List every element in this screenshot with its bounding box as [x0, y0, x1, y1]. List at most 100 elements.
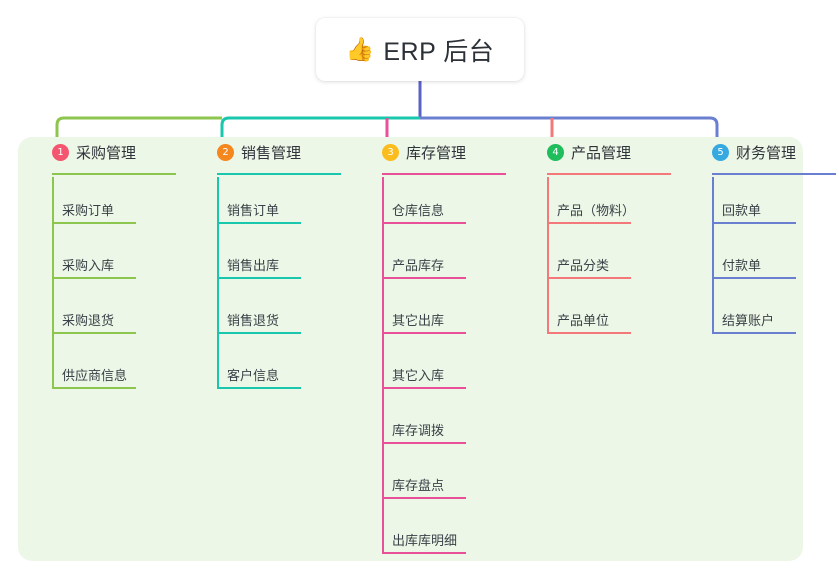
leaf-item[interactable]: 产品分类 [525, 232, 685, 287]
column-title: 财务管理 [736, 145, 797, 162]
leaf-item[interactable]: 客户信息 [195, 342, 355, 397]
mindmap-column-2: 2 销售管理销售订单销售出库销售退货客户信息 [195, 137, 355, 389]
column-header-underline [382, 173, 506, 175]
column-badge-1: 1 [52, 144, 69, 161]
leaf-item[interactable]: 产品单位 [525, 287, 685, 342]
leaf-item[interactable]: 付款单 [690, 232, 839, 287]
leaf-item-underline [217, 387, 301, 389]
mindmap-column-1: 1 采购管理采购订单采购入库采购退货供应商信息 [30, 137, 190, 389]
leaf-item-underline [382, 222, 466, 224]
column-header-underline [547, 173, 671, 175]
leaf-item-underline [52, 222, 136, 224]
leaf-item-underline [382, 497, 466, 499]
connector-segment [420, 116, 719, 137]
leaf-item-underline [547, 277, 631, 279]
column-header-5[interactable]: 5 财务管理 [690, 137, 839, 168]
leaf-item-underline [547, 222, 631, 224]
leaf-item-label: 其它出库 [392, 313, 445, 328]
leaf-item-label: 库存盘点 [392, 478, 445, 493]
leaf-item-underline [382, 552, 466, 554]
connector-segment [55, 116, 222, 137]
column-items: 销售订单销售出库销售退货客户信息 [195, 177, 355, 397]
column-items: 回款单付款单结算账户 [690, 177, 839, 342]
mindmap-column-5: 5 财务管理回款单付款单结算账户 [690, 137, 839, 334]
column-spine [547, 177, 549, 334]
mindmap-column-3: 3 库存管理仓库信息产品库存其它出库其它入库库存调拨库存盘点出库库明细 [360, 137, 520, 554]
leaf-item-label: 仓库信息 [392, 203, 445, 218]
leaf-item[interactable]: 采购入库 [30, 232, 190, 287]
leaf-item-label: 采购退货 [62, 313, 115, 328]
leaf-item-underline [382, 277, 466, 279]
leaf-item-underline [712, 277, 796, 279]
leaf-item[interactable]: 销售出库 [195, 232, 355, 287]
leaf-item-underline [712, 222, 796, 224]
column-title: 库存管理 [406, 145, 467, 162]
leaf-item-underline [712, 332, 796, 334]
leaf-item[interactable]: 库存盘点 [360, 452, 520, 507]
leaf-item-label: 采购订单 [62, 203, 115, 218]
leaf-item[interactable]: 采购订单 [30, 177, 190, 232]
leaf-item[interactable]: 销售退货 [195, 287, 355, 342]
root-title: ERP 后台 [383, 37, 495, 66]
leaf-item-underline [52, 332, 136, 334]
leaf-item-underline [382, 387, 466, 389]
mindmap-column-4: 4 产品管理产品（物料） 产品分类产品单位 [525, 137, 685, 334]
column-title: 产品管理 [571, 145, 632, 162]
leaf-item-underline [217, 222, 301, 224]
leaf-item[interactable]: 产品库存 [360, 232, 520, 287]
leaf-item-label: 产品单位 [557, 313, 610, 328]
leaf-item[interactable]: 仓库信息 [360, 177, 520, 232]
leaf-item[interactable]: 其它入库 [360, 342, 520, 397]
leaf-item-label: 供应商信息 [62, 368, 128, 383]
mindmap-panel: 1 采购管理采购订单采购入库采购退货供应商信息 2 销售管理销售订单销售出库销售退货客… [18, 137, 836, 561]
leaf-item[interactable]: 结算账户 [690, 287, 839, 342]
leaf-item-label: 产品（物料） [557, 203, 636, 218]
leaf-item-underline [547, 332, 631, 334]
column-badge-3: 3 [382, 144, 399, 161]
leaf-item-label: 产品库存 [392, 258, 445, 273]
leaf-item-label: 付款单 [722, 258, 762, 273]
leaf-item-label: 客户信息 [227, 368, 280, 383]
leaf-item-label: 产品分类 [557, 258, 610, 273]
leaf-item-underline [52, 387, 136, 389]
leaf-item[interactable]: 采购退货 [30, 287, 190, 342]
leaf-item[interactable]: 库存调拨 [360, 397, 520, 452]
column-header-underline [52, 173, 176, 175]
column-items: 仓库信息产品库存其它出库其它入库库存调拨库存盘点出库库明细 [360, 177, 520, 562]
leaf-item[interactable]: 供应商信息 [30, 342, 190, 397]
column-items: 产品（物料） 产品分类产品单位 [525, 177, 685, 342]
root-node-content: 👍 ERP 后台 [346, 32, 495, 68]
leaf-item[interactable]: 产品（物料） [525, 177, 685, 232]
leaf-item-label: 销售出库 [227, 258, 280, 273]
column-header-4[interactable]: 4 产品管理 [525, 137, 685, 168]
leaf-item[interactable]: 回款单 [690, 177, 839, 232]
leaf-item[interactable]: 其它出库 [360, 287, 520, 342]
column-header-2[interactable]: 2 销售管理 [195, 137, 355, 168]
column-header-3[interactable]: 3 库存管理 [360, 137, 520, 168]
leaf-item-label: 出库库明细 [392, 533, 458, 548]
column-header-1[interactable]: 1 采购管理 [30, 137, 190, 168]
leaf-item-label: 其它入库 [392, 368, 445, 383]
leaf-item-label: 销售退货 [227, 313, 280, 328]
column-badge-4: 4 [547, 144, 564, 161]
leaf-item-underline [382, 332, 466, 334]
column-title: 采购管理 [76, 145, 137, 162]
leaf-item[interactable]: 出库库明细 [360, 507, 520, 562]
column-spine [382, 177, 384, 554]
column-spine [52, 177, 54, 389]
root-node-card[interactable]: 👍 ERP 后台 [316, 18, 524, 81]
column-badge-5: 5 [712, 144, 729, 161]
column-title: 销售管理 [241, 145, 302, 162]
leaf-item-underline [217, 277, 301, 279]
column-header-underline [712, 173, 836, 175]
leaf-item-underline [382, 442, 466, 444]
leaf-item-label: 销售订单 [227, 203, 280, 218]
column-badge-2: 2 [217, 144, 234, 161]
leaf-item-label: 结算账户 [722, 313, 775, 328]
leaf-item-label: 库存调拨 [392, 423, 445, 438]
leaf-item-label: 回款单 [722, 203, 762, 218]
column-spine [712, 177, 714, 334]
leaf-item[interactable]: 销售订单 [195, 177, 355, 232]
column-spine [217, 177, 219, 389]
column-items: 采购订单采购入库采购退货供应商信息 [30, 177, 190, 397]
